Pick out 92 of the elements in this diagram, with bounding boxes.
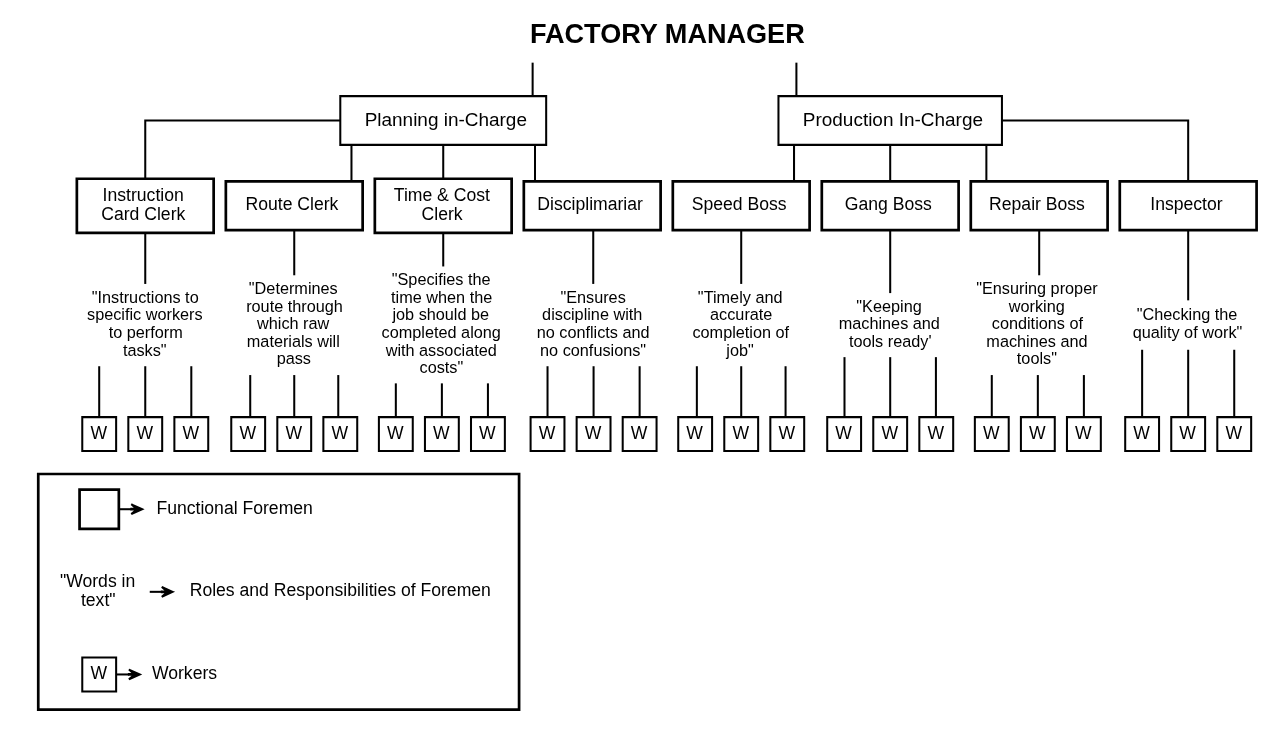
- node-box: W: [276, 416, 313, 452]
- connector: [546, 366, 549, 417]
- node-box: Inspector: [1118, 180, 1258, 232]
- connector: [337, 375, 340, 417]
- node-box: W: [173, 416, 210, 452]
- node-text: "Specifies the time when the job should be completed along with associated costs": [381, 270, 501, 377]
- connector: [144, 119, 341, 179]
- node-box: W: [769, 416, 806, 452]
- connector: [486, 383, 489, 418]
- connector: [985, 145, 988, 181]
- node-box: Disciplimariar: [522, 180, 662, 232]
- connector: [1141, 349, 1144, 417]
- cluster: [36, 472, 521, 712]
- connector: [934, 357, 937, 417]
- connector: [784, 366, 787, 417]
- node-box: W: [127, 416, 164, 452]
- connector: [695, 366, 698, 417]
- node-text: "Ensuring proper working conditions of machines and tools": [976, 279, 1098, 368]
- node-box: Gang Boss: [820, 180, 960, 232]
- connector: [638, 366, 641, 417]
- node-text: "Checking the quality of work": [1132, 305, 1243, 342]
- legend-label: Roles and Responsibilities of Foremen: [189, 580, 491, 601]
- connector: [1187, 230, 1190, 301]
- connector: [442, 233, 445, 267]
- connector: [144, 366, 147, 417]
- connector: [592, 366, 595, 417]
- connector: [795, 62, 798, 96]
- connector: [889, 230, 892, 294]
- node-box: W: [1019, 416, 1056, 452]
- connector: [889, 145, 892, 181]
- node-text: FACTORY MANAGER: [529, 18, 805, 50]
- node-box: Repair Boss: [969, 180, 1109, 232]
- node-box: W: [723, 416, 760, 452]
- node-box: W: [1170, 416, 1207, 452]
- connector: [534, 145, 536, 181]
- connector: [293, 230, 296, 276]
- connector: [1038, 230, 1041, 276]
- node-box: W: [1065, 416, 1102, 452]
- node-text: "Ensures discipline with no conflicts and no confusions": [536, 287, 650, 359]
- connector: [190, 366, 193, 417]
- node-text: "Instructions to specific workers to perform tasks": [87, 287, 203, 359]
- connector: [1187, 349, 1190, 417]
- node-box: Production In-Charge: [777, 95, 1003, 146]
- connector: [440, 383, 443, 418]
- node-text: "Determines route through which raw materials will pass: [246, 279, 343, 368]
- connector: [740, 366, 743, 417]
- connector: [144, 233, 147, 284]
- node-box: W: [1216, 416, 1253, 452]
- legend-label: Functional Foremen: [156, 497, 313, 518]
- node-box: W: [575, 416, 612, 452]
- connector: [1082, 375, 1085, 417]
- node-box: W: [81, 656, 118, 693]
- node-box: W: [826, 416, 863, 452]
- node-box: W: [322, 416, 359, 452]
- connector: [990, 375, 993, 417]
- connector: [442, 145, 445, 179]
- node-box: W: [230, 416, 267, 452]
- node-box: W: [621, 416, 658, 452]
- node-box: [78, 488, 121, 531]
- node-box: Speed Boss: [671, 180, 811, 232]
- node-box: W: [1124, 416, 1161, 452]
- node-box: Planning in-Charge: [339, 95, 548, 146]
- connector: [293, 375, 296, 417]
- node-box: W: [677, 416, 714, 452]
- connector: [592, 230, 595, 284]
- node-box: Instruction Card Clerk: [75, 177, 215, 235]
- legend-label: Workers: [151, 663, 218, 684]
- node-box: W: [81, 416, 118, 452]
- connector: [1233, 349, 1236, 417]
- connector: [98, 366, 101, 417]
- node-box: W: [973, 416, 1010, 452]
- node-box: Time & Cost Clerk: [373, 177, 513, 235]
- node-box: W: [529, 416, 566, 452]
- node-text: "Timely and accurate completion of job": [692, 287, 790, 359]
- connector: [531, 62, 534, 96]
- connector: [1002, 119, 1190, 182]
- connector: [350, 145, 353, 181]
- node-box: W: [872, 416, 909, 452]
- node-box: W: [470, 416, 506, 452]
- connector: [740, 230, 743, 284]
- node-box: W: [423, 416, 460, 452]
- connector: [889, 357, 892, 417]
- node-text: "Keeping machines and tools ready': [838, 296, 940, 350]
- connector: [843, 357, 846, 417]
- connector: [793, 145, 796, 181]
- connector: [1036, 375, 1039, 417]
- node-box: W: [377, 416, 414, 452]
- connector: [394, 383, 397, 418]
- node-box: Route Clerk: [224, 180, 364, 232]
- node-box: W: [918, 416, 955, 452]
- connector: [249, 375, 252, 417]
- label: "Words in text": [59, 570, 136, 610]
